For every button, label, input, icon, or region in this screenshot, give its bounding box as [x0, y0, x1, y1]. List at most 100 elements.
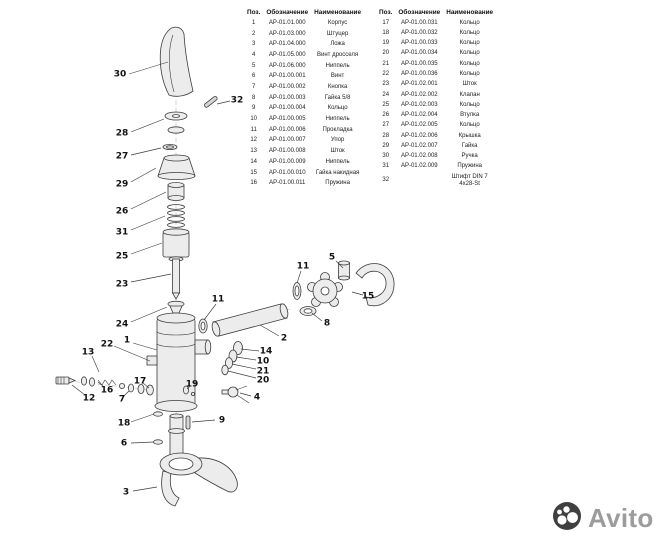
part-position: 13: [250, 148, 258, 155]
callout-number: 8: [324, 319, 330, 329]
part-designation: AP-01.00.031: [400, 19, 438, 26]
callout-leader: [239, 392, 252, 397]
part-title: Кольцо: [459, 101, 480, 108]
callout-number: 30: [114, 70, 127, 80]
part-designation: AP-01.00.002: [268, 84, 306, 91]
part-designation: AP-01.00.035: [400, 60, 438, 67]
part-title: Гайка накидная: [315, 169, 360, 176]
part-stem-23: [168, 256, 184, 300]
part-title: Корпус: [327, 19, 348, 26]
part-designation: AP-01.00.004: [268, 105, 306, 112]
callout-number: 32: [231, 96, 244, 106]
part-position: 22: [382, 71, 390, 78]
part-title: Пружина: [325, 180, 350, 187]
callout-number: 10: [257, 357, 270, 367]
callout-number: 21: [257, 367, 270, 377]
avito-watermark-text: Avito: [588, 503, 654, 533]
callout-number: 16: [101, 386, 114, 396]
part-position: 8: [252, 94, 256, 101]
part-position: 29: [382, 142, 390, 149]
callout-leader: [130, 273, 172, 283]
part-position: 14: [250, 158, 258, 165]
part-rings-stack: [221, 341, 243, 376]
callout-leader: [231, 363, 257, 370]
part-position: 18: [382, 29, 390, 36]
part-designation: AP-01.02.009: [400, 163, 438, 170]
callout-leader: [335, 260, 344, 269]
callout-leader: [91, 355, 100, 373]
part-throttle-screw-4: [221, 385, 250, 404]
table-header-row: Поз. Обозначение Наименование: [244, 8, 364, 18]
callout-leader: [186, 385, 191, 390]
part-position: 17: [382, 19, 390, 26]
part-title: Шток: [330, 148, 345, 155]
part-ring-18: [153, 411, 163, 417]
avito-watermark: Avito: [552, 501, 654, 536]
part-position: 11: [250, 126, 257, 133]
part-title: Кольцо: [459, 50, 480, 57]
part-designation: AP-01.00.036: [400, 71, 438, 78]
header-designation: Обозначение: [266, 9, 309, 16]
callout-leader: [130, 167, 157, 183]
part-title: Кольцо: [327, 105, 348, 112]
axis-line: [59, 100, 291, 454]
part-position: 9: [252, 105, 256, 112]
part-designation: AP-01.00.032: [400, 29, 438, 36]
part-position: 20: [382, 50, 390, 57]
part-swivel-nut-15: [307, 272, 343, 307]
callout-number: 9: [219, 416, 225, 426]
part-title: Кольцо: [459, 71, 480, 78]
callout-leader: [203, 303, 217, 321]
part-position: 26: [382, 112, 390, 119]
part-title: Гайка: [461, 142, 478, 149]
part-title: Винт: [330, 73, 345, 80]
part-position: 31: [382, 163, 390, 170]
callout-leader: [296, 270, 302, 284]
callout-number: 28: [116, 129, 129, 139]
part-designation: [395, 172, 443, 189]
part-designation: AP-01.02.008: [400, 153, 438, 160]
callout-number: 6: [121, 439, 127, 449]
callout-number: 31: [116, 228, 129, 238]
part-position: 23: [382, 81, 390, 88]
table-row: 9 AP-01.00.004 Кольцо: [244, 104, 364, 115]
callout-number: 1: [124, 336, 130, 346]
callout-number: 7: [119, 395, 125, 405]
table-row: 22 AP-01.00.036 Кольцо: [376, 69, 496, 79]
part-title: Прокладка: [322, 126, 353, 133]
callout-number: 24: [116, 320, 129, 330]
part-position: 3: [252, 41, 256, 48]
part-title: Кольцо: [459, 40, 480, 47]
callout-leader: [351, 291, 364, 296]
part-position: 12: [250, 137, 258, 144]
part-position: 27: [382, 122, 390, 129]
callout-number: 25: [116, 252, 129, 262]
part-title: Шток: [462, 81, 477, 88]
part-title: Упор: [330, 137, 345, 144]
callout-number: 11: [212, 295, 225, 305]
callout-leader: [130, 215, 166, 231]
callout-leader: [130, 242, 163, 255]
header-designation: Обозначение: [398, 9, 441, 16]
part-title: Гайка 5/8: [324, 94, 351, 101]
part-position: 19: [382, 40, 390, 47]
callout-leader: [71, 384, 86, 396]
